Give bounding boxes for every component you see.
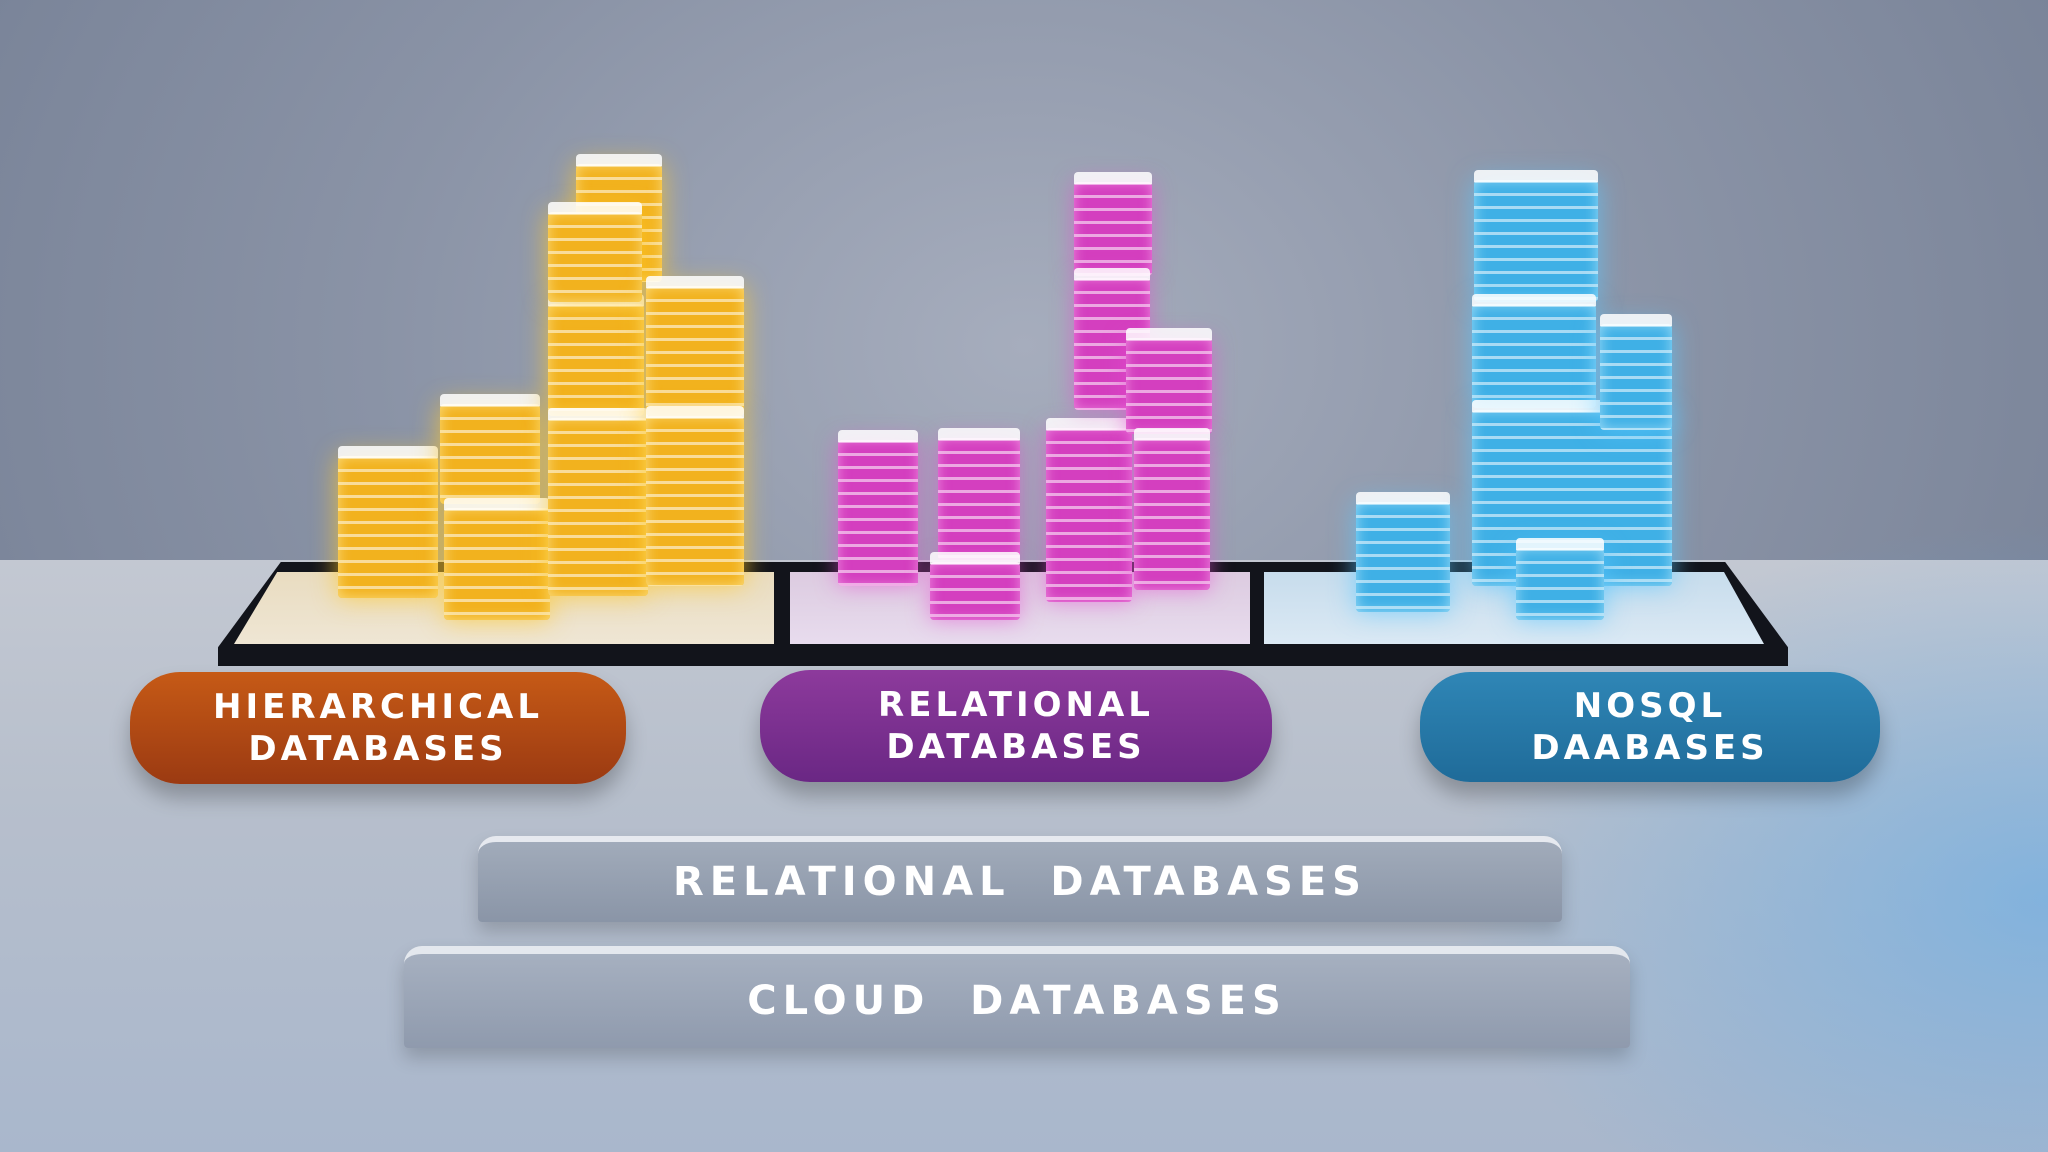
magenta-block	[1126, 338, 1212, 434]
label-line-1: NOSQL	[1574, 685, 1726, 727]
nosql-databases-label: NOSQL DAABASES	[1420, 672, 1880, 782]
hierarchical-databases-label: HIERARCHICAL DATABASES	[130, 672, 626, 784]
label-line-2: DATABASES	[886, 726, 1145, 768]
magenta-block	[1134, 438, 1210, 590]
yellow-block	[548, 304, 644, 416]
magenta-block	[930, 562, 1020, 620]
yellow-block	[548, 212, 642, 302]
cyan-block	[1516, 548, 1604, 620]
cyan-block	[1356, 502, 1450, 612]
magenta-block	[838, 440, 918, 586]
yellow-block	[440, 404, 540, 504]
yellow-block	[444, 508, 550, 620]
label-line-2: DAABASES	[1531, 727, 1768, 769]
cyan-block	[1474, 180, 1598, 302]
magenta-block	[1074, 182, 1152, 276]
magenta-block	[938, 438, 1020, 560]
magenta-block	[1046, 428, 1132, 602]
cloud-databases-bar: CLOUD DATABASES	[404, 946, 1630, 1048]
label-line-1: HIERARCHICAL	[213, 686, 543, 728]
relational-databases-bar: RELATIONAL DATABASES	[478, 836, 1562, 922]
cyan-block	[1600, 324, 1672, 430]
yellow-block	[548, 418, 648, 596]
yellow-block	[338, 456, 438, 598]
yellow-block	[646, 416, 744, 586]
label-line-1: RELATIONAL	[878, 684, 1154, 726]
yellow-block	[646, 286, 744, 416]
label-line-2: DATABASES	[248, 728, 507, 770]
cyan-block	[1472, 304, 1596, 408]
relational-databases-label: RELATIONAL DATABASES	[760, 670, 1272, 782]
